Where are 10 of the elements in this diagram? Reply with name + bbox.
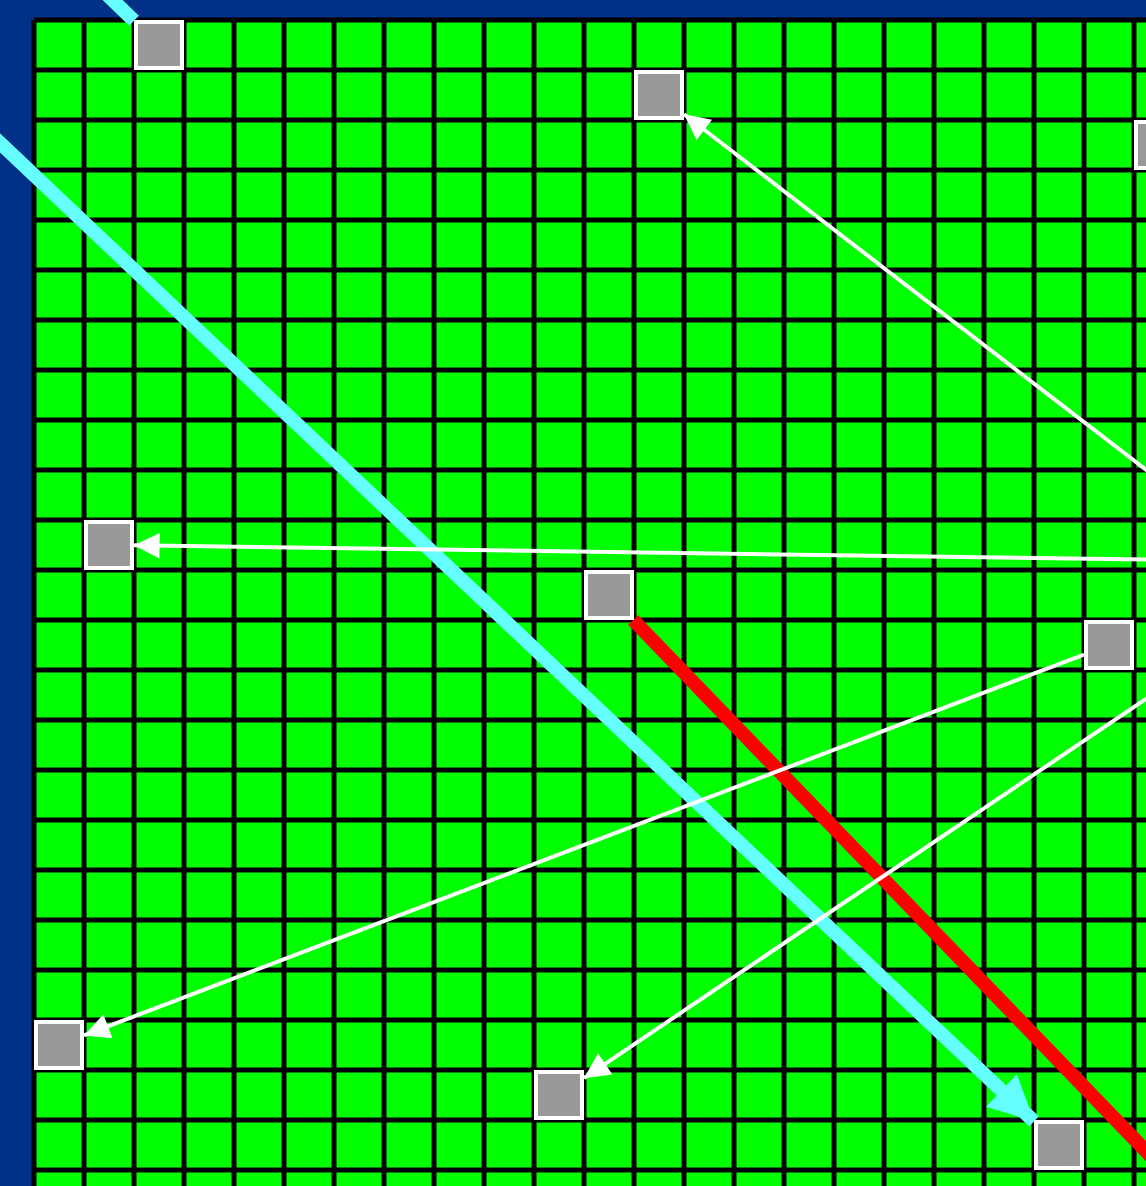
square-node <box>1034 1120 1084 1170</box>
arrow <box>133 532 1146 562</box>
arrow <box>83 652 1085 1039</box>
square-node <box>34 1020 84 1070</box>
square-node <box>134 20 184 70</box>
square-node <box>584 570 634 620</box>
square-node <box>84 520 134 570</box>
square-node <box>634 70 684 120</box>
square-node <box>534 1070 584 1120</box>
square-node <box>1084 620 1134 670</box>
